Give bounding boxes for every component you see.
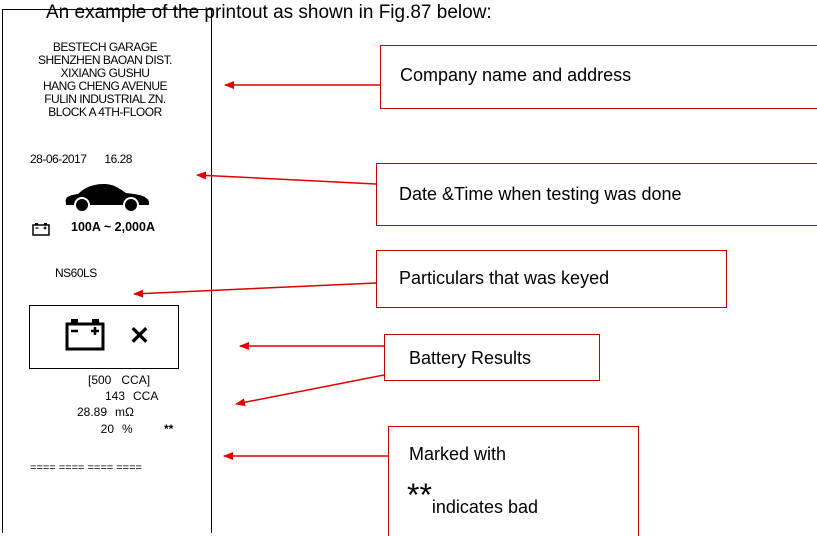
callout-datetime: Date &Time when testing was done <box>376 163 817 226</box>
callout-label: indicates bad <box>431 497 538 517</box>
callout-label: Company name and address <box>400 65 632 85</box>
test-date: 28-06-2017 <box>30 152 87 166</box>
separator-line: ==== ==== ==== ==== <box>30 462 142 474</box>
callout-particulars: Particulars that was keyed <box>376 250 727 308</box>
address-line: FULIN INDUSTRIAL ZN. <box>44 92 166 106</box>
measured-cca: 143 CCA <box>88 388 158 404</box>
resistance-value: 28.89 <box>77 405 108 419</box>
state-of-health: 20% <box>95 421 133 437</box>
battery-icon <box>65 319 105 351</box>
battery-model: NS60LS <box>55 266 97 280</box>
company-address: BESTECH GARAGE SHENZHEN BAOAN DIST. XIXI… <box>20 41 190 119</box>
address-line: BLOCK A 4TH-FLOOR <box>48 105 162 119</box>
callout-label: Battery Results <box>409 348 532 368</box>
measured-unit: CCA <box>133 389 159 403</box>
address-line: SHENZHEN BAOAN DIST. <box>37 53 173 67</box>
address-line: HANG CHENG AVENUE <box>43 79 167 93</box>
arrow-results-values <box>235 374 385 407</box>
arrow-datetime <box>196 171 377 185</box>
receipt-top-edge <box>2 9 212 10</box>
callout-company: Company name and address <box>380 45 817 109</box>
rated-cca: [500 CCA] <box>88 373 151 387</box>
current-range: 100A ~ 2,000A <box>71 220 155 234</box>
figure-caption: An example of the printout as shown in F… <box>46 2 492 23</box>
receipt-right-edge <box>211 9 212 533</box>
callout-marked: Marked with **indicates bad <box>388 426 639 536</box>
address-line: XIXIANG GUSHU <box>60 66 150 80</box>
resistance-unit: mΩ <box>115 405 134 419</box>
result-box: ✕ <box>29 305 179 369</box>
address-line: BESTECH GARAGE <box>52 40 158 54</box>
test-datetime: 28-06-2017 16.28 <box>30 153 132 166</box>
callout-battery-results: Battery Results <box>384 334 600 381</box>
receipt-left-edge <box>2 9 3 533</box>
car-icon <box>65 184 149 213</box>
arrow-particulars <box>133 282 377 298</box>
measured-value: 143 <box>104 389 125 403</box>
fail-mark: ✕ <box>129 322 150 350</box>
bad-flag: ** <box>164 422 174 436</box>
battery-icon <box>32 223 50 236</box>
soh-unit: % <box>122 422 133 436</box>
callout-label: Date &Time when testing was done <box>399 184 682 204</box>
internal-resistance: 28.89 mΩ <box>77 404 134 420</box>
callout-legend: **indicates bad <box>407 477 538 517</box>
soh-value: 20 <box>100 422 114 436</box>
stars-symbol: ** <box>407 477 432 513</box>
callout-label: Marked with <box>409 444 507 464</box>
callout-label: Particulars that was keyed <box>399 268 610 288</box>
test-time: 16.28 <box>104 152 132 166</box>
